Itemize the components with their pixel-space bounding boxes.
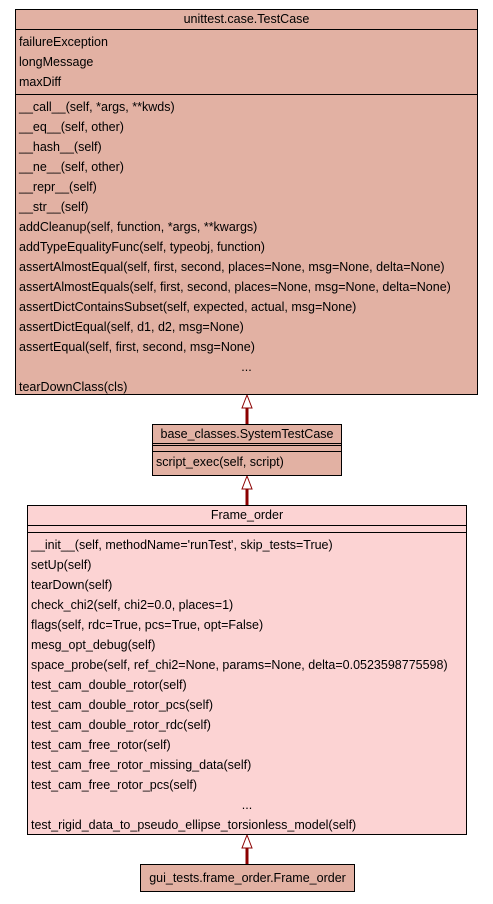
method: mesg_opt_debug(self)	[31, 638, 156, 652]
attribute: maxDiff	[19, 75, 62, 89]
method: __str__(self)	[19, 200, 89, 214]
method: script_exec(self, script)	[156, 455, 284, 469]
method: assertDictContainsSubset(self, expected,…	[19, 300, 357, 314]
empty-attributes-section	[153, 446, 341, 452]
attributes-section: failureException longMessage maxDiff	[16, 30, 477, 95]
attribute: failureException	[19, 35, 108, 49]
methods-section: __call__(self, *args, **kwds) __eq__(sel…	[16, 95, 477, 399]
method: assertEqual(self, first, second, msg=Non…	[19, 340, 255, 354]
methods-section: __init__(self, methodName='runTest', ski…	[28, 533, 466, 837]
method: test_rigid_data_to_pseudo_ellipse_torsio…	[31, 818, 357, 832]
method: test_cam_double_rotor_pcs(self)	[31, 698, 214, 712]
method: space_probe(self, ref_chi2=None, params=…	[31, 658, 448, 672]
class-box-gui-frame-order: gui_tests.frame_order.Frame_order	[140, 864, 355, 892]
inherit-arrowhead-testcase	[241, 393, 253, 409]
method: test_cam_free_rotor(self)	[31, 738, 171, 752]
inherit-arrowhead-frameorder	[241, 833, 253, 849]
class-title: base_classes.SystemTestCase	[153, 425, 341, 446]
empty-attributes-section	[28, 526, 466, 533]
method: test_cam_double_rotor_rdc(self)	[31, 718, 211, 732]
method: __hash__(self)	[19, 140, 102, 154]
method: test_cam_free_rotor_pcs(self)	[31, 778, 198, 792]
method: setUp(self)	[31, 558, 92, 572]
class-box-systemtestcase: base_classes.SystemTestCase script_exec(…	[152, 424, 342, 476]
class-box-testcase: unittest.case.TestCase failureException …	[15, 9, 478, 395]
method: tearDown(self)	[31, 578, 113, 592]
method: __repr__(self)	[19, 180, 97, 194]
method: assertAlmostEqual(self, first, second, p…	[19, 260, 445, 274]
method: __ne__(self, other)	[19, 160, 124, 174]
class-box-frame-order: Frame_order __init__(self, methodName='r…	[27, 505, 467, 835]
method: assertDictEqual(self, d1, d2, msg=None)	[19, 320, 244, 334]
method: tearDownClass(cls)	[19, 380, 128, 394]
inherit-arrowhead-systemtestcase	[241, 474, 253, 490]
class-title: unittest.case.TestCase	[16, 10, 477, 30]
ellipsis: ...	[241, 798, 253, 812]
method: check_chi2(self, chi2=0.0, places=1)	[31, 598, 234, 612]
method: assertAlmostEquals(self, first, second, …	[19, 280, 451, 294]
attribute: longMessage	[19, 55, 94, 69]
method: flags(self, rdc=True, pcs=True, opt=Fals…	[31, 618, 264, 632]
class-title: gui_tests.frame_order.Frame_order	[149, 871, 346, 885]
method: __init__(self, methodName='runTest', ski…	[31, 538, 333, 552]
method: __eq__(self, other)	[19, 120, 124, 134]
method: addCleanup(self, function, *args, **kwar…	[19, 220, 258, 234]
methods-section: script_exec(self, script)	[153, 452, 341, 472]
class-title: Frame_order	[28, 506, 466, 526]
ellipsis: ...	[241, 360, 252, 374]
method: test_cam_free_rotor_missing_data(self)	[31, 758, 252, 772]
method: __call__(self, *args, **kwds)	[19, 100, 175, 114]
method: test_cam_double_rotor(self)	[31, 678, 187, 692]
method: addTypeEqualityFunc(self, typeobj, funct…	[19, 240, 265, 254]
